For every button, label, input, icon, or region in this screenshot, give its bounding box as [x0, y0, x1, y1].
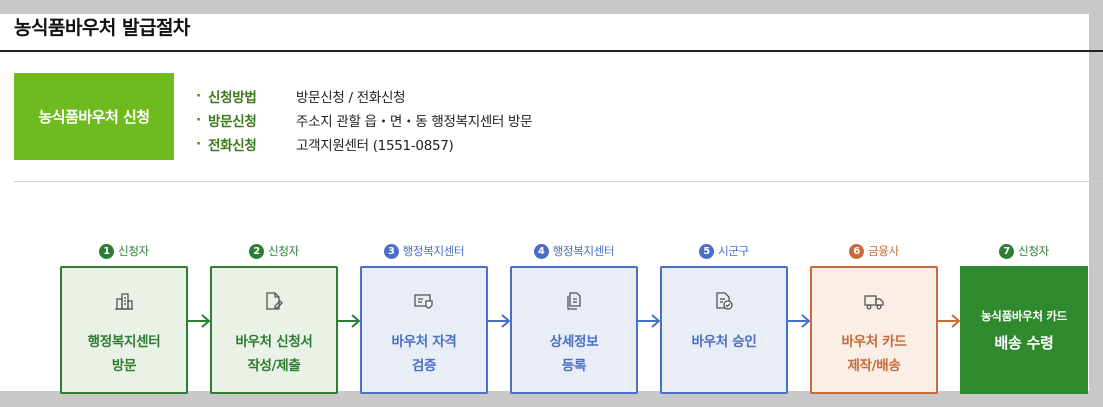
info-row-method: · 신청방법 방문신청 / 전화신청 [196, 84, 532, 108]
step-number-badge: 2 [249, 243, 265, 259]
info-row-phone: · 전화신청 고객지원센터 (1551-0857) [196, 132, 532, 156]
step-7-actor: 7 신청자 [960, 243, 1088, 259]
step-text: 상세정보 등록 [549, 330, 599, 378]
page-title: 농식품바우처 발급절차 [14, 17, 190, 39]
apply-box: 농식품바우처 신청 [14, 73, 174, 160]
arrow-right-icon [938, 314, 961, 328]
step-3-box: 바우처 자격 검증 [360, 266, 488, 394]
step-text: 바우처 신청서 작성/제출 [235, 330, 312, 378]
arrow-right-icon [788, 314, 811, 328]
step-1-box: 행정복지센터 방문 [60, 266, 188, 394]
info-label: 신청방법 [208, 90, 257, 106]
bullet: · [196, 136, 201, 152]
info-value: 고객지원센터 (1551-0857) [296, 138, 454, 154]
step-3-actor: 3 행정복지센터 [360, 243, 488, 259]
step-text: 바우처 자격 검증 [392, 330, 457, 378]
info-row-visit: · 방문신청 주소지 관할 읍・면・동 행정복지센터 방문 [196, 108, 533, 132]
bullet: · [196, 88, 201, 104]
step-line-1: 농식품바우처 카드 [981, 308, 1067, 323]
step-5-actor: 5 시군구 [660, 243, 788, 259]
step-line-1: 바우처 카드 [841, 334, 907, 350]
step-line-2: 제작/배송 [847, 358, 901, 374]
step-4-box: 상세정보 등록 [510, 266, 638, 394]
step-line-2: 방문 [111, 358, 137, 374]
step-6-box: 바우처 카드 제작/배송 [810, 266, 938, 394]
step-2-actor: 2 신청자 [210, 243, 338, 259]
step-text: 행정복지센터 방문 [88, 330, 161, 378]
step-line-2: 작성/제출 [247, 358, 301, 374]
step-line-1: 행정복지센터 [87, 334, 161, 350]
step-actor-label: 행정복지센터 [402, 244, 465, 258]
step-4-actor: 4 행정복지센터 [510, 243, 638, 259]
step-6-actor: 6 금융사 [810, 243, 938, 259]
info-value: 주소지 관할 읍・면・동 행정복지센터 방문 [296, 114, 533, 130]
step-text: 바우처 승인 [692, 330, 757, 354]
step-line-2: 등록 [561, 358, 587, 374]
step-7-box: 농식품바우처 카드 배송 수령 [960, 266, 1088, 394]
step-actor-label: 행정복지센터 [552, 244, 615, 258]
step-line-2: 배송 수령 [994, 333, 1054, 352]
document-check-icon [716, 292, 733, 310]
info-value: 방문신청 / 전화신청 [296, 90, 406, 106]
id-card-shield-icon [414, 294, 433, 309]
step-line-1: 바우처 신청서 [235, 334, 313, 350]
step-number-badge: 4 [533, 243, 549, 259]
document-pen-icon [266, 292, 283, 310]
step-number-badge: 5 [699, 243, 715, 259]
step-line-1: 바우처 자격 [391, 334, 457, 350]
step-number-badge: 1 [99, 243, 115, 259]
step-line-2: 검증 [411, 358, 437, 374]
step-1-actor: 1 신청자 [60, 243, 188, 259]
step-number-badge: 6 [849, 243, 865, 259]
step-actor-label: 신청자 [1018, 244, 1049, 258]
title-bar: 농식품바우처 발급절차 [0, 0, 1103, 52]
info-label: 방문신청 [208, 114, 257, 130]
step-2-box: 바우처 신청서 작성/제출 [210, 266, 338, 394]
title-divider [0, 50, 1103, 52]
arrow-right-icon [488, 314, 511, 328]
step-line-1: 바우처 승인 [691, 334, 757, 350]
documents-icon [567, 292, 581, 310]
step-actor-label: 금융사 [868, 244, 899, 258]
section-divider [14, 181, 1103, 182]
arrow-right-icon [638, 314, 661, 328]
step-actor-label: 신청자 [268, 244, 299, 258]
building-icon [115, 293, 133, 310]
info-label: 전화신청 [208, 138, 257, 154]
step-actor-label: 시군구 [718, 244, 749, 258]
step-text: 바우처 카드 제작/배송 [842, 330, 907, 378]
step-number-badge: 7 [999, 243, 1015, 259]
arrow-right-icon [188, 314, 211, 328]
arrow-right-icon [338, 314, 361, 328]
step-line-1: 상세정보 [549, 334, 599, 350]
step-actor-label: 신청자 [118, 244, 149, 258]
bullet: · [196, 112, 201, 128]
apply-info-list: · 신청방법 방문신청 / 전화신청 · 방문신청 주소지 관할 읍・면・동 행… [196, 84, 533, 156]
delivery-truck-icon [864, 295, 884, 310]
step-number-badge: 3 [383, 243, 399, 259]
step-5-box: 바우처 승인 [660, 266, 788, 394]
